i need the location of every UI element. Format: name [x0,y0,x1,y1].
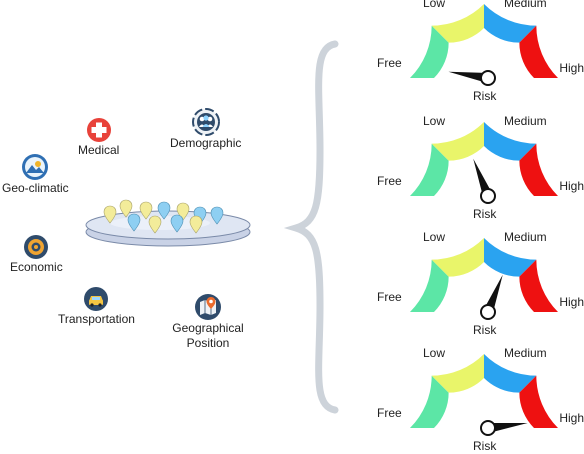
gauge-label-low: Low [423,114,446,128]
gauge-label-low: Low [423,230,446,244]
gauge-label-risk: Risk [473,439,497,453]
risk-gauge [410,4,558,86]
risk-gauges [410,4,558,436]
gauge-label-medium: Medium [504,0,547,10]
map-pin [103,205,117,224]
gauge-label-low: Low [423,346,446,360]
low-segment [431,122,484,161]
curly-brace [283,40,339,414]
gauge-hub [480,420,496,436]
factor-transportation: Transportation [58,286,135,327]
risk-gauge [410,238,558,320]
factor-geo-climatic: Geo-climatic [2,153,69,196]
gauge-needle [487,422,528,433]
gauge-label-free: Free [377,56,402,70]
risk-gauge [410,354,558,436]
gauge-label-medium: Medium [504,346,547,360]
map-pin [119,199,133,218]
gauge-hub [480,70,496,86]
factor-demographic: Demographic [170,108,241,151]
medium-segment [484,4,537,43]
medium-segment [484,122,537,161]
high-segment [519,143,558,196]
factor-geographical-position-label: Geographical Position [172,321,244,350]
map-pin [127,213,141,232]
map-pin [148,215,162,234]
high-segment [519,375,558,428]
factor-geographical-position: Geographical Position [163,293,253,351]
gauge-label-low: Low [423,0,446,10]
factor-medical: Medical [78,117,119,158]
medical-cross-icon [86,118,111,142]
low-segment [431,238,484,277]
free-segment [410,143,449,196]
map-pin-icon [195,294,221,320]
gauge-label-risk: Risk [473,323,497,337]
gauge-label-risk: Risk [473,207,497,221]
gauge-label-high: High [559,179,584,193]
risk-gauge [410,122,558,204]
high-segment [519,259,558,312]
gauge-label-medium: Medium [504,230,547,244]
factor-geo-climatic-label: Geo-climatic [2,181,69,195]
medium-segment [484,354,537,393]
gauge-label-risk: Risk [473,89,497,103]
gauge-label-high: High [559,411,584,425]
map-pin [157,201,171,220]
sun-mountain-icon [22,154,49,180]
taxi-icon [84,287,109,311]
gauge-needle [448,71,489,83]
map-pin [170,214,184,233]
gauge-label-free: Free [377,406,402,420]
high-segment [519,25,558,78]
medium-segment [484,238,537,277]
factor-transportation-label: Transportation [58,312,135,326]
low-segment [431,4,484,43]
free-segment [410,259,449,312]
gauge-hub [480,304,496,320]
gauge-label-medium: Medium [504,114,547,128]
location-pins [103,199,224,234]
free-segment [410,375,449,428]
gauge-label-free: Free [377,174,402,188]
gauge-label-high: High [559,61,584,75]
gauge-hub [480,188,496,204]
gauge-label-high: High [559,295,584,309]
factor-economic: Economic [10,234,63,275]
map-pin [139,201,153,220]
map-pin [189,215,203,234]
gauge-label-free: Free [377,290,402,304]
low-segment [431,354,484,393]
factor-demographic-label: Demographic [170,136,242,150]
people-group-icon [191,108,220,136]
coin-icon [24,235,49,259]
factor-medical-label: Medical [78,143,120,157]
map-pin [210,206,224,225]
factor-economic-label: Economic [10,260,63,274]
free-segment [410,25,449,78]
